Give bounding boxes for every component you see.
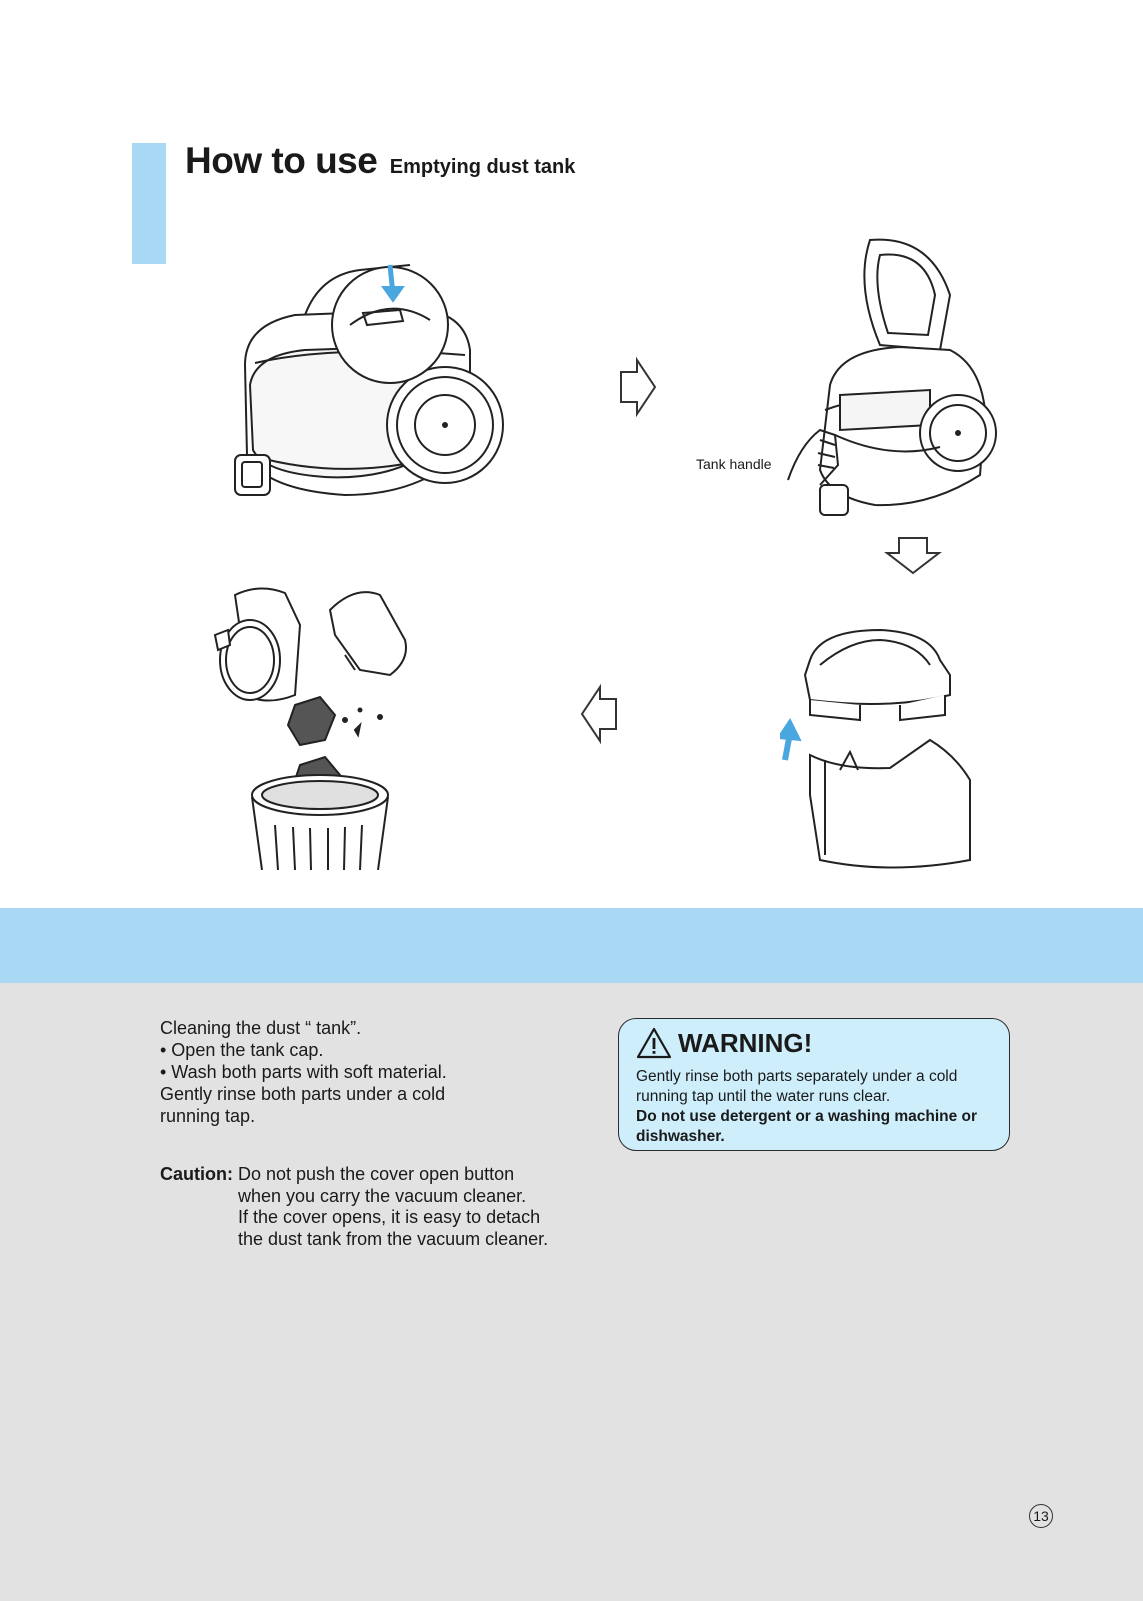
tank-handle-label: Tank handle: [696, 456, 772, 472]
arrow-down-icon: [884, 537, 942, 575]
instruction-line: • Wash both parts with soft material.: [160, 1062, 447, 1082]
warning-box: WARNING! Gently rinse both parts separat…: [618, 1018, 1010, 1151]
page-title: How to use Emptying dust tank: [185, 140, 575, 182]
title-accent-bar: [132, 143, 166, 264]
caution-label: Caution:: [160, 1164, 233, 1184]
title-subtitle: Emptying dust tank: [389, 156, 576, 178]
warning-icon: [636, 1027, 672, 1059]
warning-bold-text: Do not use detergent or a washing machin…: [636, 1108, 978, 1145]
arrow-left-icon: [580, 683, 617, 745]
caution-line: when you carry the vacuum cleaner.: [238, 1185, 527, 1206]
instruction-line: running tap.: [160, 1106, 256, 1126]
page-number: 13: [1029, 1504, 1053, 1528]
warning-text: Gently rinse both parts separately under…: [636, 1068, 958, 1105]
caution-first-line: Do not push the cover open button: [238, 1164, 515, 1184]
instruction-line: • Open the tank cap.: [160, 1040, 324, 1060]
dust-tank-icon: [780, 628, 971, 869]
warning-title: WARNING!: [678, 1027, 813, 1058]
caution-note: Caution: Do not push the cover open butt…: [160, 1164, 548, 1250]
warning-header: WARNING!: [636, 1027, 993, 1059]
vacuum-cleaner-icon: [234, 264, 504, 497]
trash-can-icon: [213, 587, 407, 870]
instruction-line: Cleaning the dust “ tank”.: [160, 1018, 362, 1038]
instruction-line: Gently rinse both parts under a cold: [160, 1084, 446, 1104]
caution-line: the dust tank from the vacuum cleaner.: [238, 1228, 549, 1249]
title-main: How to use: [185, 140, 378, 181]
caution-line: If the cover opens, it is easy to detach: [238, 1207, 541, 1227]
open-cover-vacuum-icon: [787, 238, 997, 516]
arrow-right-icon: [620, 356, 657, 418]
instructions-text: Cleaning the dust “ tank”. • Open the ta…: [160, 1017, 447, 1127]
section-band: [0, 908, 1143, 983]
